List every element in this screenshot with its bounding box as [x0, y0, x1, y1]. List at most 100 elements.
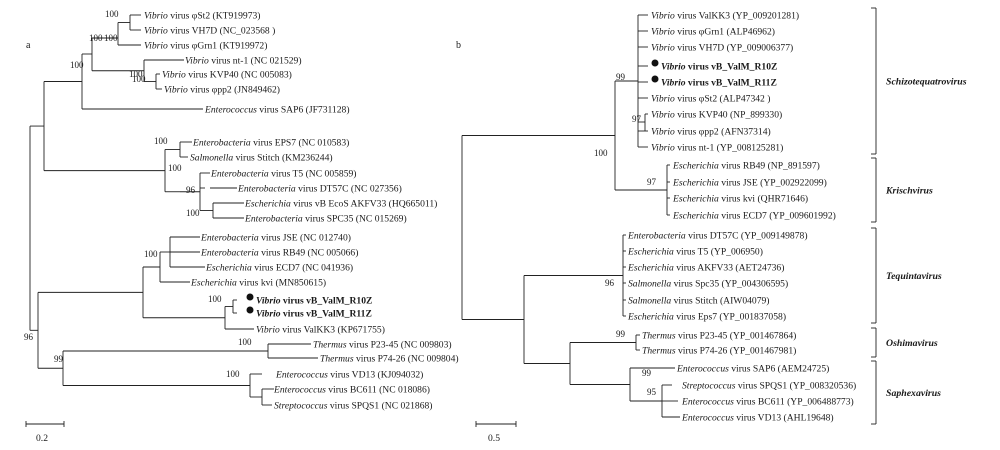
taxon-rest: virus φGrn1 (KT919972) [168, 41, 268, 52]
taxon-rest: virus RB49 (NP_891597) [719, 161, 820, 172]
taxon-name: Vibrio virus φpp2 (JN849462) [164, 85, 280, 96]
taxon-genus: Streptococcus [274, 401, 328, 412]
taxon-genus: Enterococcus [681, 413, 734, 424]
taxon-name: Salmonella virus Stitch (KM236244) [190, 153, 333, 164]
clade-label: Schizotequatrovirus [886, 77, 967, 88]
taxon-name: Enterobacteria virus T5 (NC 005859) [210, 169, 357, 180]
taxon-genus: Vibrio [661, 78, 686, 89]
marker-dot [651, 75, 659, 83]
clade-label: Saphexavirus [886, 388, 941, 399]
taxon-genus: Vibrio [185, 56, 209, 67]
taxon-label: Vibrio virus φpp2 (JN849462) [164, 85, 280, 96]
panel-b-label: b [456, 40, 461, 51]
taxon-genus: Vibrio [164, 85, 188, 96]
marker-dot [651, 59, 659, 67]
taxon-name: Vibrio virus ValKK3 (YP_009201281) [651, 11, 799, 22]
taxon-rest: virus T5 (NC 005859) [269, 169, 357, 180]
taxon-rest: virus SPQS1 (YP_008320536) [735, 381, 856, 392]
bootstrap-value: 99 [616, 72, 626, 82]
taxon-label: Enterobacteria virus DT57C (YP_009149878… [627, 231, 808, 242]
taxon-label: Vibrio virus vB_ValM_R10Z [651, 59, 777, 73]
taxon-genus: Escherichia [244, 199, 291, 210]
taxon-genus: Vibrio [256, 296, 281, 307]
taxon-genus: Enterococcus [676, 364, 729, 375]
taxon-name: Vibrio virus ValKK3 (KP671755) [256, 325, 385, 336]
taxon-name: Thermus virus P74-26 (NC 009804) [320, 354, 459, 365]
taxon-label: Vibrio virus nt-1 (YP_008125281) [651, 143, 783, 154]
taxon-name: Escherichia virus kvi (QHR71646) [672, 194, 808, 205]
clade-bracket: Schizotequatrovirus [871, 7, 967, 155]
taxon-label: Enterobacteria virus RB49 (NC 005066) [200, 248, 358, 259]
taxon-label: Salmonella virus Stitch (AIW04079) [628, 296, 770, 307]
taxon-genus: Enterobacteria [237, 184, 296, 195]
taxon-genus: Salmonella [628, 296, 671, 307]
panel-b-scale-label: 0.5 [488, 433, 500, 444]
bootstrap-value: 100 [594, 148, 608, 158]
taxon-genus: Vibrio [651, 11, 675, 22]
bootstrap-value: 99 [642, 368, 652, 378]
taxon-rest: virus AKFV33 (AET24736) [674, 263, 785, 274]
taxon-genus: Enterobacteria [244, 214, 303, 225]
taxon-label: Enterococcus virus VD13 (KJ094032) [275, 370, 423, 381]
taxon-genus: Thermus [320, 354, 354, 365]
clade-bracket: Oshimavirus [871, 327, 938, 358]
taxon-label: Vibrio virus VH7D (NC_023568 ) [144, 26, 275, 37]
taxon-genus: Vibrio [661, 62, 686, 73]
taxon-rest: virus φSt2 (KT919973) [168, 11, 261, 22]
taxon-rest: virus RB49 (NC 005066) [259, 248, 359, 259]
taxon-label: Escherichia virus kvi (QHR71646) [672, 194, 808, 205]
taxon-label: Enterococcus virus SAP6 (AEM24725) [676, 364, 829, 375]
panel-b-taxa: Vibrio virus ValKK3 (YP_009201281)Vibrio… [627, 11, 856, 424]
taxon-name: Escherichia virus kvi (MN850615) [190, 278, 326, 289]
bootstrap-value: 100 [154, 136, 168, 146]
taxon-rest: virus VD13 (AHL19648) [734, 413, 834, 424]
taxon-name: Vibrio virus VH7D (YP_009006377) [651, 43, 793, 54]
panel-a-label: a [26, 40, 31, 51]
taxon-genus: Vibrio [144, 11, 168, 22]
taxon-name: Vibrio virus KVP40 (NC 005083) [162, 70, 292, 81]
taxon-genus: Vibrio [651, 43, 675, 54]
taxon-genus: Streptococcus [682, 381, 736, 392]
taxon-name: Enterococcus virus SAP6 (JF731128) [204, 105, 350, 116]
bootstrap-value: 100 [132, 74, 146, 84]
taxon-rest: virus Eps7 (YP_001837058) [674, 312, 786, 323]
taxon-rest: virus ValKK3 (YP_009201281) [675, 11, 799, 22]
taxon-genus: Escherichia [627, 312, 674, 323]
taxon-rest: virus vB_ValM_R10Z [281, 296, 373, 307]
taxon-genus: Vibrio [256, 325, 280, 336]
taxon-label: Vibrio virus vB_ValM_R11Z [651, 75, 777, 89]
taxon-label: Escherichia virus ECD7 (YP_009601992) [672, 211, 836, 222]
taxon-label: Streptococcus virus SPQS1 (YP_008320536) [682, 381, 856, 392]
taxon-name: Streptococcus virus SPQS1 (NC 021868) [274, 401, 432, 412]
taxon-rest: virus T5 (YP_006950) [674, 247, 763, 258]
taxon-genus: Escherichia [672, 194, 719, 205]
taxon-label: Escherichia virus AKFV33 (AET24736) [627, 263, 784, 274]
taxon-genus: Enterococcus [681, 397, 734, 408]
taxon-label: Vibrio virus φGrn1 (ALP46962) [651, 27, 775, 38]
taxon-rest: virus JSE (NC 012740) [259, 233, 351, 244]
taxon-label: Enterococcus virus VD13 (AHL19648) [681, 413, 834, 424]
taxon-rest: virus Spc35 (YP_004306595) [671, 279, 788, 290]
taxon-label: Thermus virus P74-26 (YP_001467981) [642, 346, 796, 357]
clade-label: Tequintavirus [886, 271, 942, 282]
taxon-name: Thermus virus P23-45 (YP_001467864) [642, 331, 796, 342]
panel-a-branches [29, 14, 318, 406]
taxon-rest: virus BC611 (YP_006488773) [734, 397, 854, 408]
bootstrap-value: 100 [168, 163, 182, 173]
taxon-name: Thermus virus P23-45 (NC 009803) [313, 340, 452, 351]
taxon-name: Vibrio virus φGrn1 (ALP46962) [651, 27, 775, 38]
bootstrap-value: 100 [226, 369, 240, 379]
taxon-name: Vibrio virus φSt2 (KT919973) [144, 11, 261, 22]
taxon-genus: Salmonella [628, 279, 671, 290]
taxon-genus: Enterococcus [204, 105, 257, 116]
taxon-genus: Escherichia [627, 247, 674, 258]
taxon-name: Vibrio virus φGrn1 (KT919972) [144, 41, 267, 52]
taxon-name: Enterococcus virus VD13 (KJ094032) [275, 370, 423, 381]
taxon-label: Vibrio virus φSt2 (ALP47342 ) [651, 94, 770, 105]
taxon-rest: virus DT57C (YP_009149878) [686, 231, 808, 242]
bootstrap-value: 97 [632, 114, 642, 124]
taxon-genus: Escherichia [672, 211, 719, 222]
taxon-genus: Thermus [313, 340, 347, 351]
taxon-genus: Vibrio [256, 309, 281, 320]
